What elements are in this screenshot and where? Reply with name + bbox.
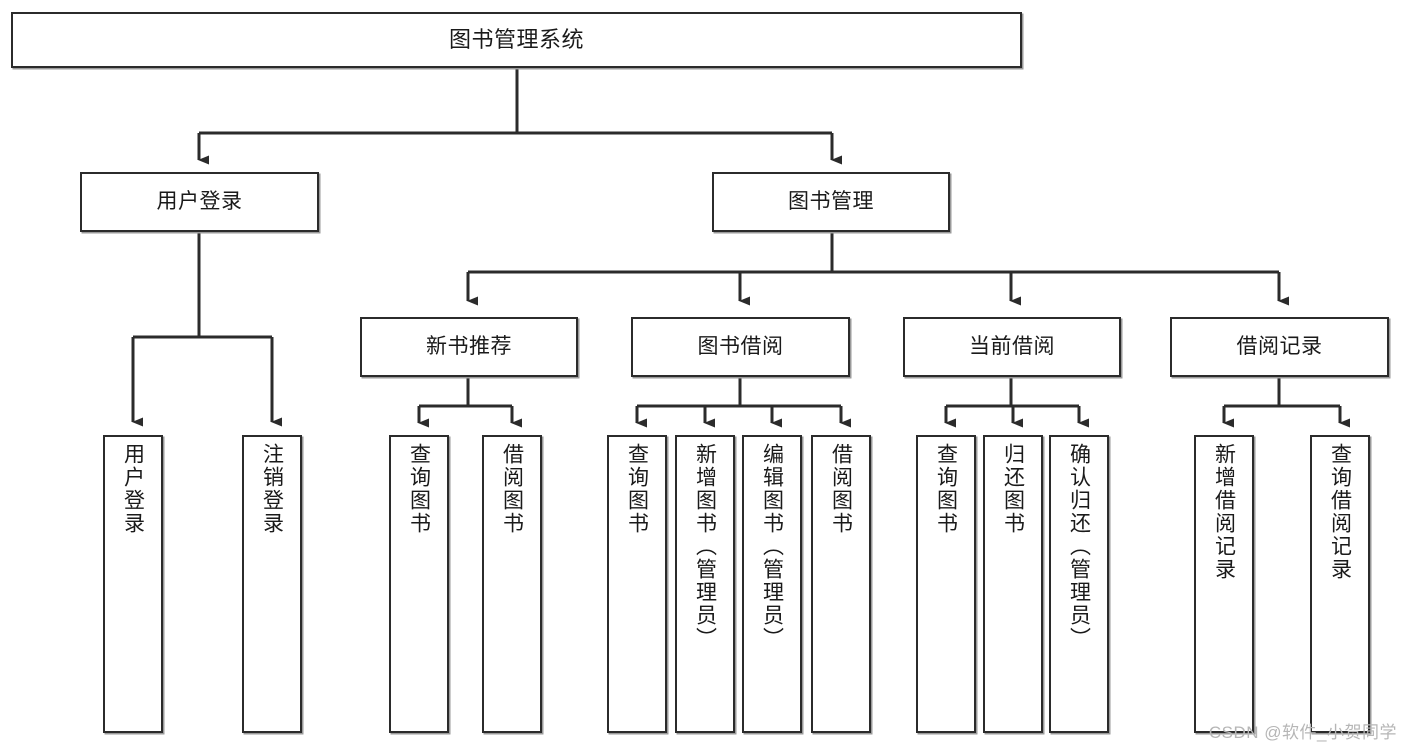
node-new-book-recommendation[interactable]: 新书推荐 bbox=[360, 317, 578, 377]
node-borrow-record[interactable]: 借阅记录 bbox=[1170, 317, 1389, 377]
node-label: 查询借阅记录 bbox=[1328, 443, 1352, 581]
node-label: 图书管理系统 bbox=[448, 26, 584, 52]
node-label: 用户登录 bbox=[156, 190, 243, 214]
node-label: 新增借阅记录 bbox=[1212, 443, 1236, 581]
node-label: 图书借阅 bbox=[697, 335, 784, 359]
node-book-management[interactable]: 图书管理 bbox=[712, 172, 950, 232]
csdn-watermark: CSDN @软件_小贺同学 bbox=[1208, 723, 1397, 742]
node-label: 新增图书（管理员） bbox=[693, 443, 717, 650]
node-label: 编辑图书（管理员） bbox=[760, 443, 784, 650]
leaf-user-login[interactable]: 用户登录 bbox=[103, 435, 163, 733]
leaf-logout[interactable]: 注销登录 bbox=[242, 435, 302, 733]
node-label: 查询图书 bbox=[934, 443, 958, 535]
node-user-login[interactable]: 用户登录 bbox=[80, 172, 319, 232]
leaf-add-book-admin[interactable]: 新增图书（管理员） bbox=[675, 435, 735, 733]
node-label: 归还图书 bbox=[1001, 443, 1025, 535]
node-book-borrow[interactable]: 图书借阅 bbox=[631, 317, 850, 377]
leaf-borrow-book-recommend[interactable]: 借阅图书 bbox=[482, 435, 542, 733]
node-label: 查询图书 bbox=[407, 443, 431, 535]
node-label: 借阅图书 bbox=[829, 443, 853, 535]
node-label: 借阅图书 bbox=[500, 443, 524, 535]
node-label: 用户登录 bbox=[121, 443, 145, 535]
leaf-return-book[interactable]: 归还图书 bbox=[983, 435, 1043, 733]
node-label: 新书推荐 bbox=[426, 335, 512, 359]
leaf-query-book-current[interactable]: 查询图书 bbox=[916, 435, 976, 733]
leaf-borrow-book[interactable]: 借阅图书 bbox=[811, 435, 871, 733]
node-label: 查询图书 bbox=[625, 443, 649, 535]
leaf-query-book-recommend[interactable]: 查询图书 bbox=[389, 435, 449, 733]
node-label: 借阅记录 bbox=[1236, 335, 1323, 359]
node-label: 注销登录 bbox=[260, 443, 284, 535]
leaf-query-borrow-record[interactable]: 查询借阅记录 bbox=[1310, 435, 1370, 733]
leaf-query-book-borrow[interactable]: 查询图书 bbox=[607, 435, 667, 733]
node-label: 图书管理 bbox=[788, 190, 874, 214]
node-current-borrow[interactable]: 当前借阅 bbox=[903, 317, 1121, 377]
node-label: 当前借阅 bbox=[969, 335, 1055, 359]
leaf-add-borrow-record[interactable]: 新增借阅记录 bbox=[1194, 435, 1254, 733]
leaf-edit-book-admin[interactable]: 编辑图书（管理员） bbox=[742, 435, 802, 733]
node-book-management-system[interactable]: 图书管理系统 bbox=[11, 12, 1022, 68]
node-label: 确认归还（管理员） bbox=[1067, 443, 1091, 650]
leaf-confirm-return-admin[interactable]: 确认归还（管理员） bbox=[1049, 435, 1109, 733]
